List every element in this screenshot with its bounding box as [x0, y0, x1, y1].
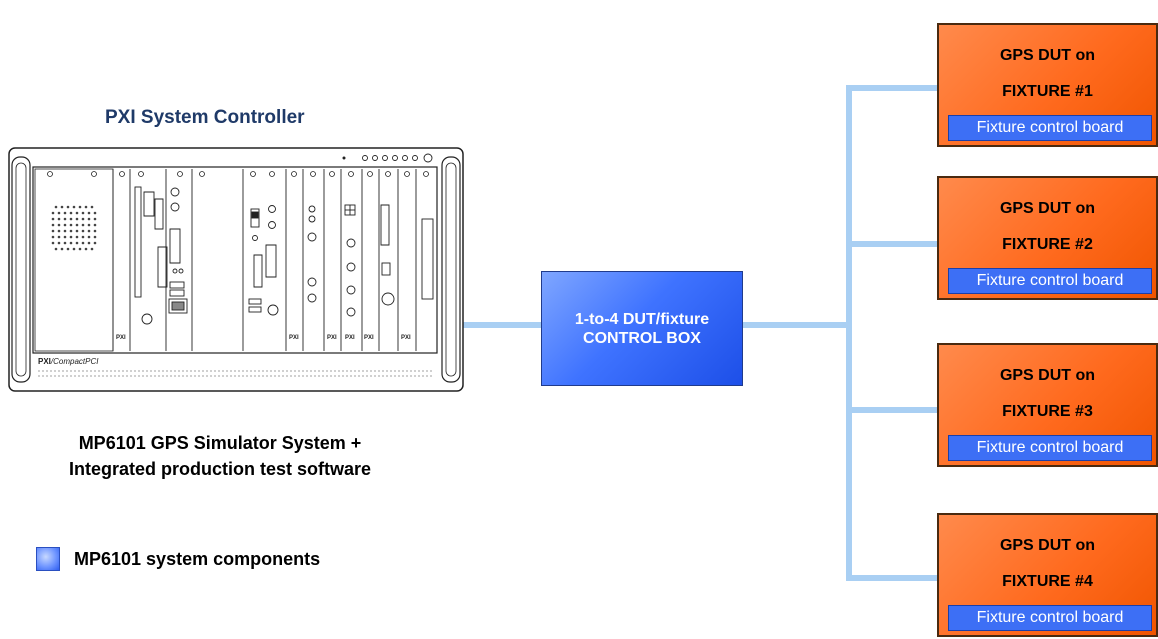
connector-bus-to-fixture-4: [846, 575, 938, 581]
legend-swatch-icon: [36, 547, 60, 571]
control-box-line2: CONTROL BOX: [583, 329, 701, 347]
fixture-number-label: FIXTURE #1: [1002, 83, 1093, 100]
fixture-control-board: Fixture control board: [948, 605, 1152, 631]
fixture-control-board: Fixture control board: [948, 115, 1152, 141]
fixture-3: GPS DUT on FIXTURE #3 Fixture control bo…: [937, 343, 1158, 467]
pxi-chassis-illustration: PXI PXI PXI PXI PXI PXI PXI/CompactPCI: [8, 147, 464, 392]
legend-label: MP6101 system components: [74, 549, 321, 569]
fixture-4: GPS DUT on FIXTURE #4 Fixture control bo…: [937, 513, 1158, 637]
fixture-number-label: FIXTURE #3: [1002, 403, 1093, 420]
fixture-dut-label: GPS DUT on: [999, 200, 1096, 217]
system-caption-line2: Integrated production test software: [68, 459, 372, 479]
svg-text:PXI: PXI: [289, 335, 299, 341]
system-caption-line1: MP6101 GPS Simulator System +: [78, 433, 362, 453]
svg-text:PXI: PXI: [116, 335, 126, 341]
fixture-number-label: FIXTURE #4: [1002, 573, 1093, 590]
fixture-number-label: FIXTURE #2: [1002, 236, 1093, 253]
connector-bus-to-fixture-1: [846, 85, 938, 91]
fixture-dut-label: GPS DUT on: [999, 367, 1096, 384]
fixture-2: GPS DUT on FIXTURE #2 Fixture control bo…: [937, 176, 1158, 300]
svg-text:PXI/CompactPCI: PXI/CompactPCI: [38, 357, 99, 366]
svg-text:PXI: PXI: [345, 335, 355, 341]
system-caption: MP6101 GPS Simulator System + Integrated…: [30, 430, 410, 482]
fixture-dut-label: GPS DUT on: [999, 537, 1096, 554]
svg-text:PXI: PXI: [327, 335, 337, 341]
fixture-control-board: Fixture control board: [948, 435, 1152, 461]
connector-box-to-bus: [742, 322, 849, 328]
fixture-dut-label: GPS DUT on: [999, 47, 1096, 64]
connector-vertical-bus: [846, 85, 852, 581]
control-box: 1-to-4 DUT/fixture CONTROL BOX: [541, 271, 743, 386]
svg-text:PXI: PXI: [364, 335, 374, 341]
svg-text:PXI: PXI: [401, 335, 411, 341]
control-box-line1: 1-to-4 DUT/fixture: [574, 310, 710, 328]
fixture-1: GPS DUT on FIXTURE #1 Fixture control bo…: [937, 23, 1158, 147]
pxi-controller-title: PXI System Controller: [105, 107, 305, 128]
connector-chassis-to-box: [463, 322, 542, 328]
connector-bus-to-fixture-2: [846, 241, 938, 247]
fixture-control-board: Fixture control board: [948, 268, 1152, 294]
connector-bus-to-fixture-3: [846, 407, 938, 413]
